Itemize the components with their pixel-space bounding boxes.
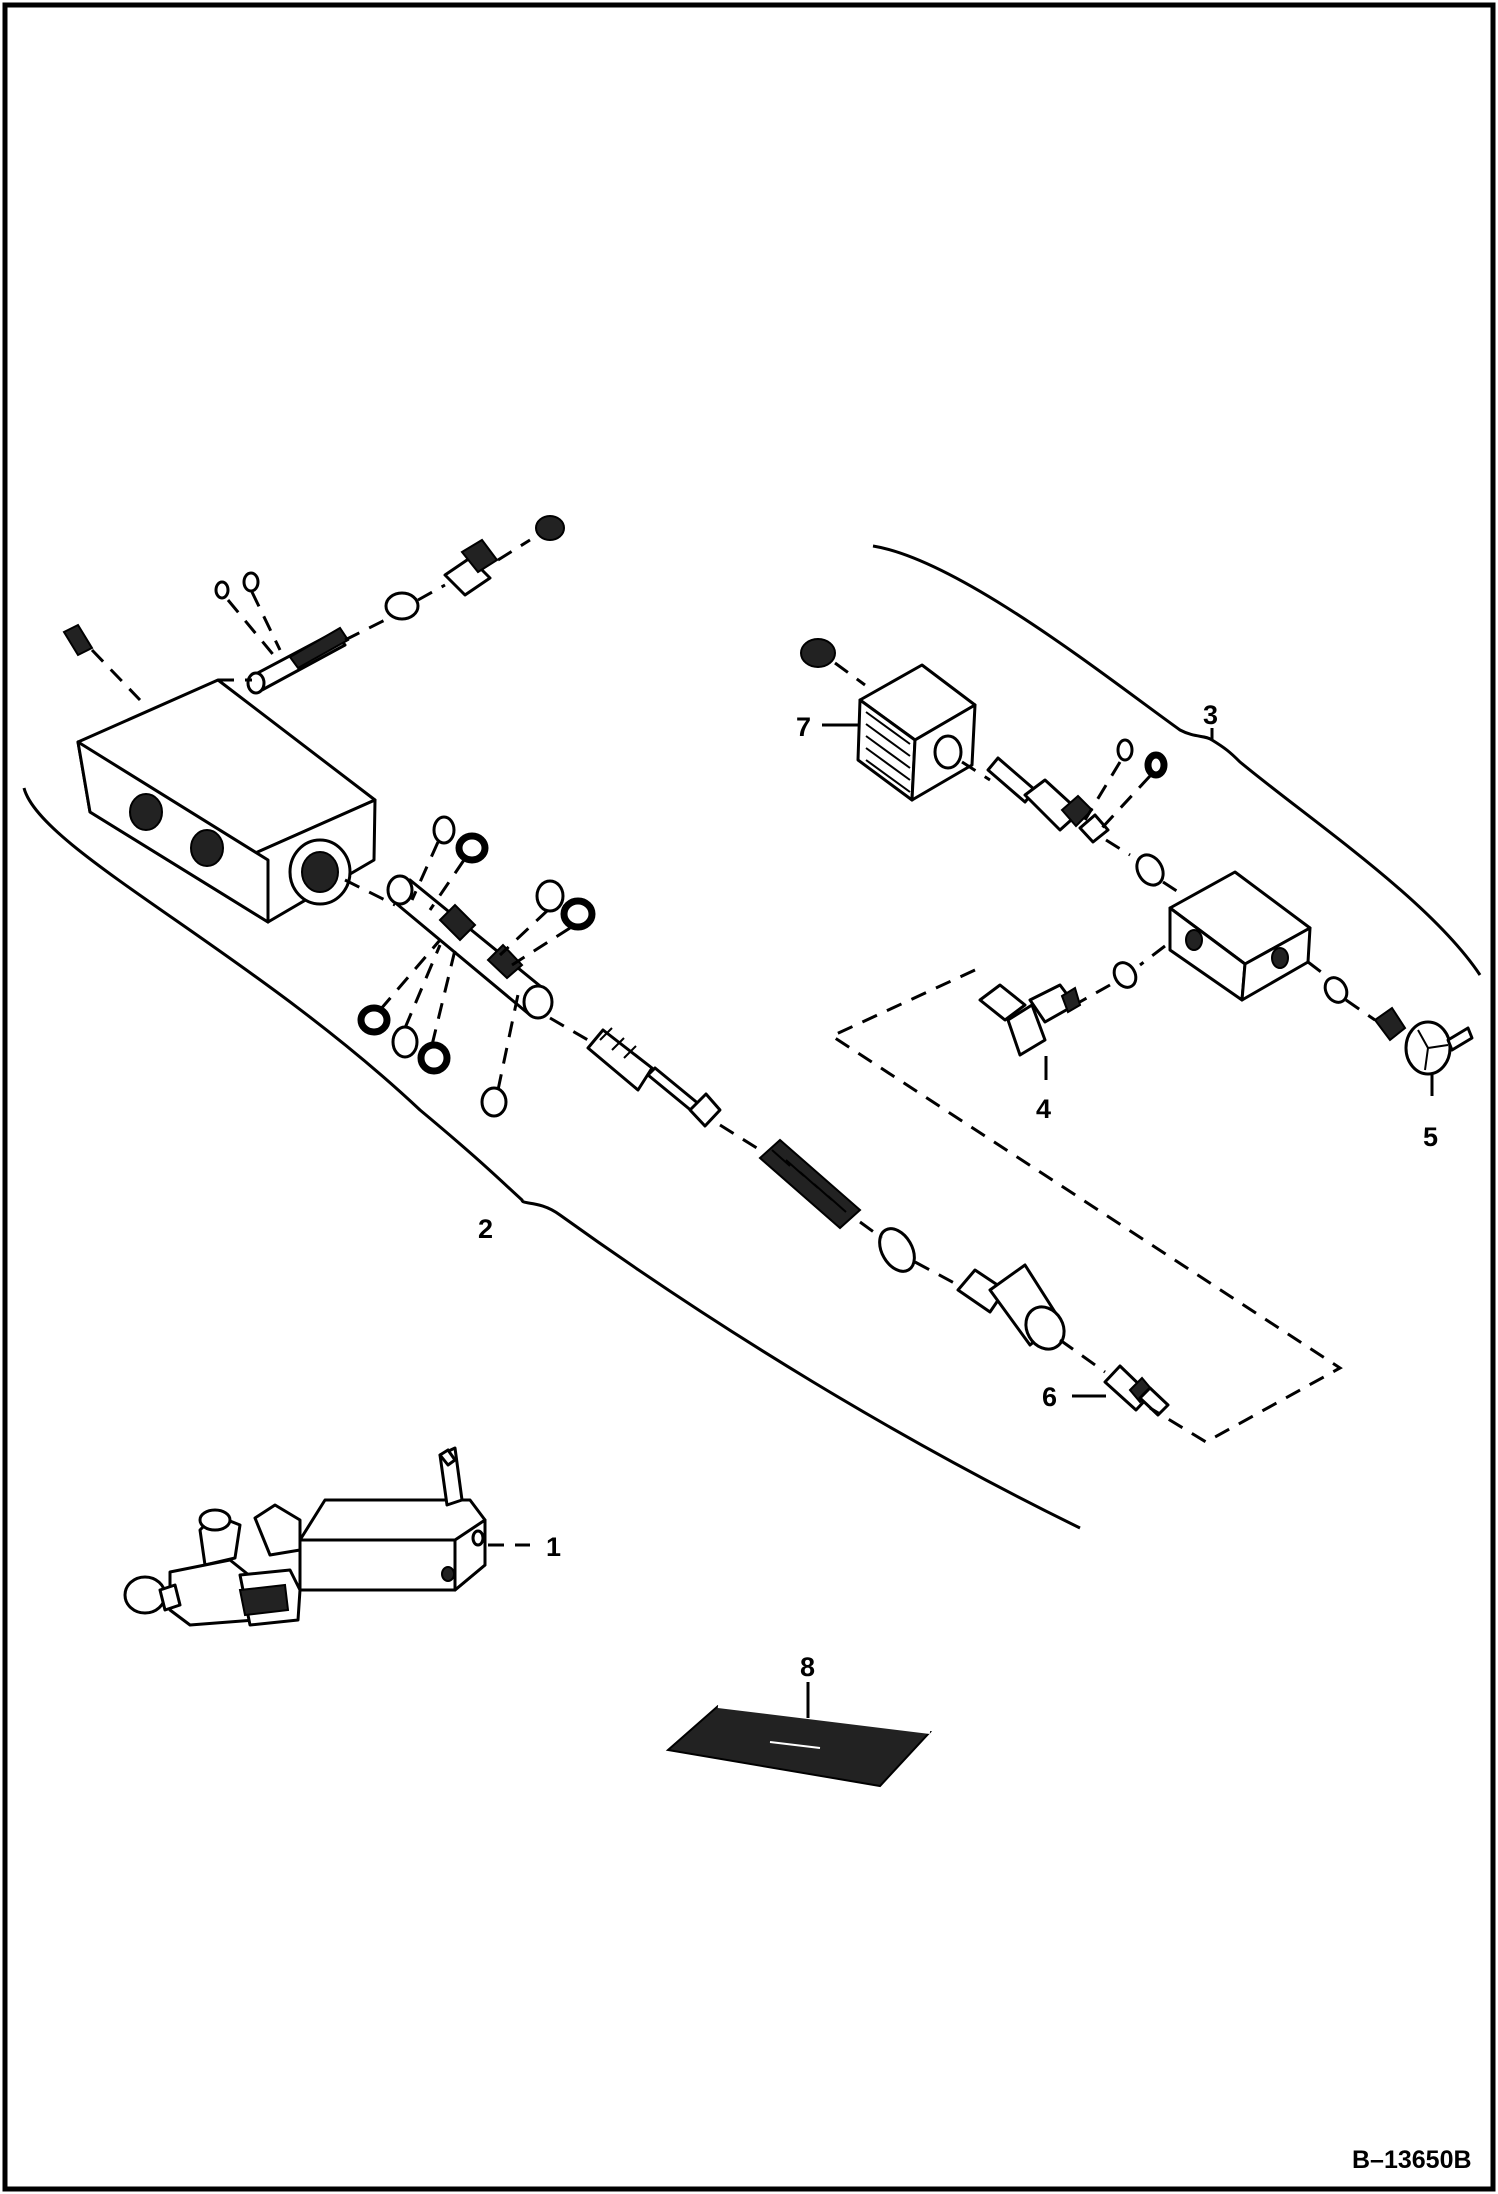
- complete-valve-assembly-1: [123, 1446, 487, 1627]
- callout-2: 2: [478, 1214, 493, 1244]
- fitting-6: [1103, 1364, 1170, 1417]
- callout-5: 5: [1423, 1122, 1438, 1152]
- needle-valve-screw: [246, 626, 350, 695]
- solenoid-assembly: [800, 544, 1482, 1444]
- callout-6: 6: [1042, 1382, 1057, 1412]
- coil-nut: [800, 638, 836, 668]
- spool: [386, 874, 554, 1020]
- brace-2: [22, 787, 1081, 1530]
- decal-8: [665, 1704, 933, 1788]
- spring: [758, 1138, 862, 1230]
- set-screw: [62, 623, 94, 657]
- solenoid-coil-7: [856, 663, 977, 802]
- valve-stem: [986, 756, 1110, 844]
- callout-8: 8: [800, 1652, 815, 1682]
- callout-4: 4: [1036, 1094, 1051, 1124]
- end-cap: [956, 1263, 1066, 1351]
- valve-block: [76, 678, 377, 924]
- solenoid-valve-body: [1168, 870, 1312, 1002]
- elbow-fitting-4: [978, 983, 1082, 1057]
- callout-3: 3: [1203, 700, 1218, 730]
- callout-7: 7: [796, 712, 811, 742]
- plug-fitting: [443, 538, 499, 597]
- dashed-group-outline: [828, 968, 1343, 1444]
- fitting-5: [1373, 1006, 1474, 1076]
- valve-body-assembly: [22, 515, 1170, 1530]
- callout-1: 1: [546, 1532, 561, 1562]
- document-id: B–13650B: [1352, 2146, 1472, 2174]
- piston: [586, 1027, 722, 1128]
